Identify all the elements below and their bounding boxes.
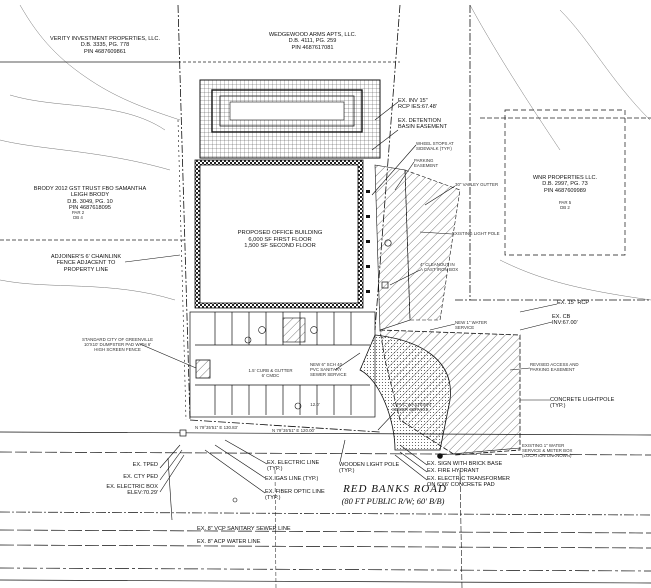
wnr-building xyxy=(504,109,626,256)
sewer-line-label: EX. 8" VCP SANITARY SEWER LINE xyxy=(197,526,291,532)
road-row: (80 FT PUBLIC R/W; 60' B/B) xyxy=(341,497,445,506)
road-lines xyxy=(0,431,651,584)
light-pole-label: EXISTING LIGHT POLE xyxy=(452,231,500,236)
leader-lines xyxy=(124,101,558,494)
valley-gutter-label: 30" VALLEY GUTTER xyxy=(455,182,499,187)
wheel-stops-label: WHEEL STOPS AT SIDEWALK (TYP.) xyxy=(416,141,454,151)
dumpster-pad xyxy=(195,359,211,379)
building-label: PROPOSED OFFICE BUILDING 6,000 SF FIRST … xyxy=(237,230,323,250)
tped-label: EX. TPED xyxy=(132,462,158,468)
owner-wnr: WNR PROPERTIES LLC. D.B. 2997, PG. 73 PI… xyxy=(532,175,598,194)
valley-gutter-hatch xyxy=(404,169,461,321)
parking-lot xyxy=(189,311,376,418)
cleanout-label: 4" CLEANOUT IN A CAST IRON BOX xyxy=(420,262,459,272)
road-name: RED BANKS ROAD xyxy=(343,483,447,495)
adjoining-lines xyxy=(0,61,651,241)
fiber-line-label: EX. FIBER OPTIC LINE (TYP.) xyxy=(265,489,325,502)
water-line-label: EX. 8" ACP WATER LINE xyxy=(197,539,261,545)
owner-verity: VERITY INVESTMENT PROPERTIES, LLC. D.B. … xyxy=(49,36,161,55)
bearing-2-label: N 79°35'51" E 120.00' xyxy=(272,428,315,433)
concrete-lightpole-label: CONCRETE LIGHTPOLE (TYP.) xyxy=(550,397,615,410)
dumpster-label: STANDARD CITY OF GREENVILLE 10'X10' DUMP… xyxy=(81,337,154,352)
fence-label: ADJOINER'S 6' CHAINLINK FENCE ADJACENT T… xyxy=(50,254,122,273)
brody-parcel-number: PAR 2 DB 4 xyxy=(71,210,85,220)
gas-line-label: EX. GAS LINE (TYP.) xyxy=(265,476,319,482)
dimension-label: 12.0' xyxy=(310,402,320,407)
wooden-pole-label: WOODEN LIGHT POLE (TYP.) xyxy=(339,462,400,475)
parking-easement-label: PARKING EASEMENT xyxy=(414,158,439,168)
water-meter-label: EXISTING 1" WATER SERVICE & METER BOX (L… xyxy=(522,443,573,458)
ex-inv-label: EX. INV 15" RCP IES:67.48' xyxy=(398,98,437,111)
electric-box-label: EX. ELECTRIC BOX ELEV:70.29' xyxy=(106,484,158,497)
entrance-pavement xyxy=(359,334,451,451)
parking-easement-hatch xyxy=(374,164,411,331)
wheel-stops xyxy=(366,190,370,293)
transformer-label: EX. ELECTRIC TRANSFORMER ON 6'X6' CONCRE… xyxy=(427,476,510,489)
electric-line-label: EX. ELECTRIC LINE (TYP.) xyxy=(267,460,320,473)
wnr-parcel-number: PAR 5 DB 2 xyxy=(558,200,572,210)
chainlink-fence xyxy=(177,119,187,421)
hydrant-label: EX. FIRE HYDRANT xyxy=(427,468,479,474)
ex-15-rcp-label: EX. 15" RCP xyxy=(557,300,590,306)
water-service-label: NEW 1" WATER SERVICE xyxy=(455,320,488,330)
ex-cb-label: EX. CB INV:67.00' xyxy=(552,314,578,327)
detention-label: EX. DETENTION BASIN EASEMENT xyxy=(398,118,448,131)
curb-setback-label: 1.5' CURB & GUTTER 6' CMDC xyxy=(248,368,293,378)
bearing-1-label: N 79°35'51" E 130.83' xyxy=(195,425,238,430)
owner-wedgewood: WEDGEWOOD ARMS APTS, LLC. D.B. 4111, PG.… xyxy=(268,32,357,51)
sign-label: EX. SIGN WITH BRICK BASE xyxy=(427,461,503,467)
sewer-service-label: 4" PVC WASTEWAT SEWER SERVICE xyxy=(392,402,433,412)
cty-ped-label: EX. CTY PED xyxy=(123,474,158,480)
revised-access-label: REVISED ACCESS AND PARKING EASEMENT xyxy=(530,362,579,372)
pvc-sewer-label: NEW 6" SCH 40 PVC SANITARY SEWER SERVICE xyxy=(310,362,347,377)
owner-brody: BRODY 2012 GST TRUST FBO SAMANTHA LEIGH … xyxy=(33,186,147,212)
